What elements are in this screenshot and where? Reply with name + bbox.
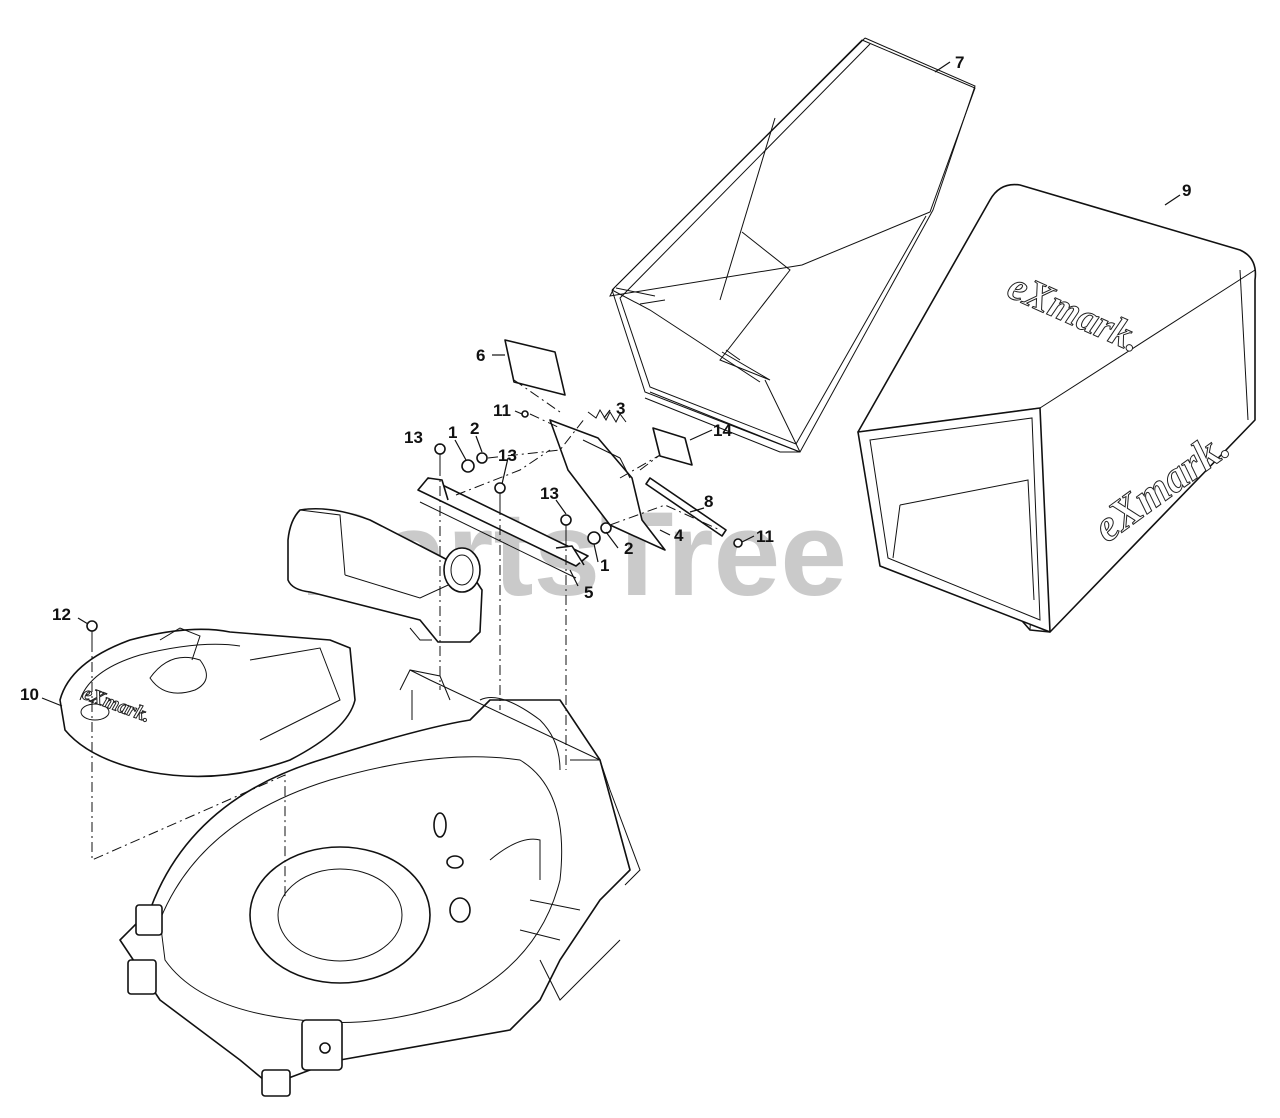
rear-door: [549, 419, 666, 551]
callout-1-left: 1: [448, 423, 457, 442]
callout-leaders: [41, 61, 1181, 707]
callout-13-mid: 13: [498, 446, 517, 465]
callout-2-left: 2: [470, 419, 479, 438]
callout-6: 6: [476, 346, 485, 365]
callout-1-right: 1: [600, 556, 609, 575]
assembly-lines: [91, 379, 721, 900]
callout-2-right: 2: [624, 539, 633, 558]
callout-3: 3: [616, 399, 625, 418]
mulch-cover: eXmark.: [59, 627, 356, 778]
hardware: [86, 410, 743, 642]
callout-8: 8: [704, 492, 713, 511]
callout-12: 12: [52, 605, 71, 624]
rear-chute: [287, 507, 483, 643]
callout-numbers: 6 7 9 3 11 1 2 13 13 13 14 8 4 11 2 1 5 …: [20, 53, 1191, 704]
decal-14: [652, 427, 693, 466]
callout-7: 7: [955, 53, 964, 72]
decal-6: [504, 339, 566, 396]
mower-deck: [119, 669, 641, 1097]
callout-14: 14: [713, 421, 732, 440]
grass-bag: eXmark. eXmark.: [857, 183, 1257, 633]
mounting-bracket: [417, 477, 589, 579]
callout-4: 4: [674, 526, 684, 545]
callout-13-left: 13: [404, 428, 423, 447]
callout-13-right: 13: [540, 484, 559, 503]
bag-frame: [609, 37, 976, 453]
spring: [587, 408, 627, 424]
hinge-rod: [645, 477, 727, 537]
callout-11-top: 11: [493, 401, 511, 420]
callout-5: 5: [584, 583, 593, 602]
callout-10: 10: [20, 685, 39, 704]
callout-11-right: 11: [756, 527, 774, 546]
callout-9: 9: [1182, 181, 1191, 200]
